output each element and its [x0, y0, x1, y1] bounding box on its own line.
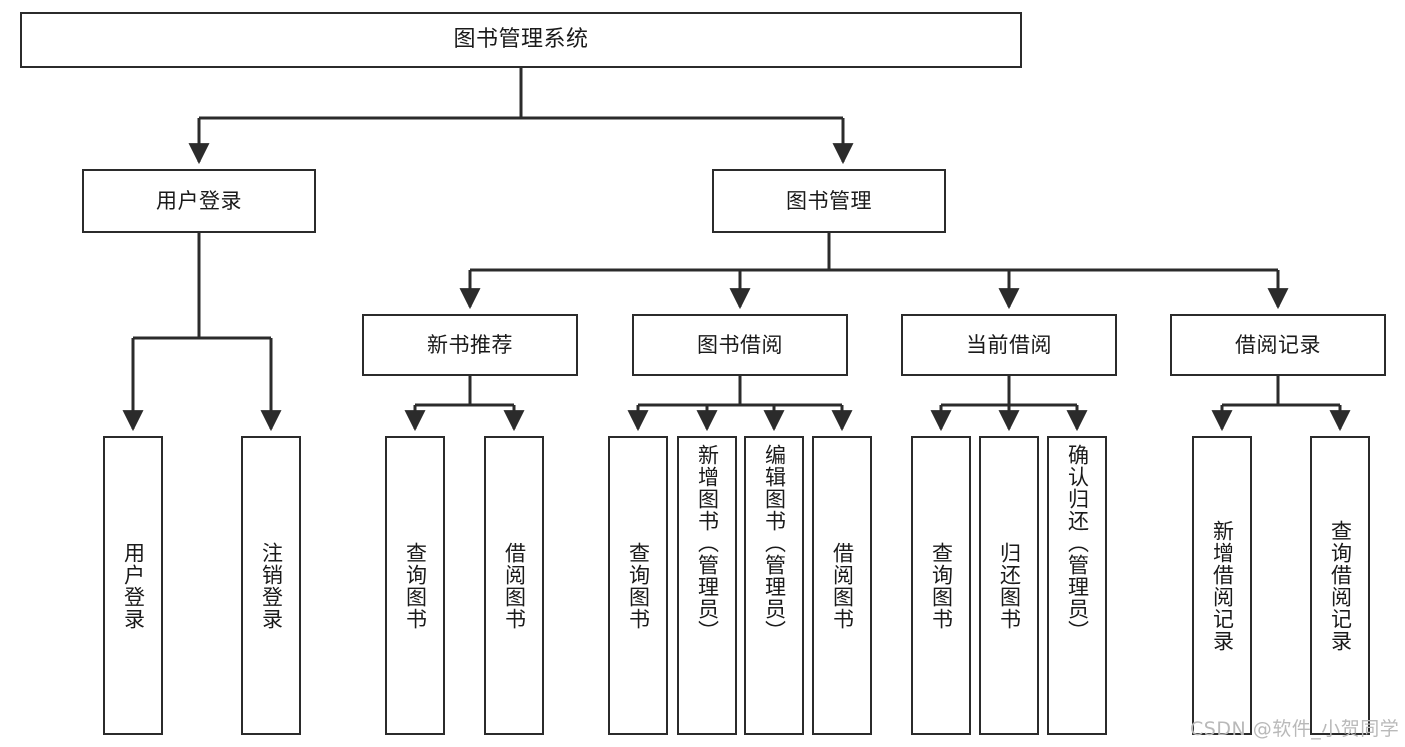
- node-leaf-user-login[interactable]: 用户登录: [103, 436, 163, 735]
- node-current-borrow-label: 当前借阅: [966, 332, 1052, 357]
- node-root[interactable]: 图书管理系统: [20, 12, 1022, 68]
- node-leaf-confirm-return-label: 确认归还（管理员）: [1065, 444, 1090, 642]
- node-leaf-borrow-book-1-label: 借阅图书: [502, 541, 527, 630]
- node-leaf-confirm-return[interactable]: 确认归还（管理员）: [1047, 436, 1107, 735]
- node-book-borrow-label: 图书借阅: [697, 332, 783, 357]
- node-leaf-edit-book-label: 编辑图书（管理员）: [762, 444, 787, 642]
- node-new-book-recommend[interactable]: 新书推荐: [362, 314, 578, 376]
- node-leaf-add-record-label: 新增借阅记录: [1210, 519, 1235, 652]
- node-leaf-query-book-2[interactable]: 查询图书: [608, 436, 668, 735]
- node-leaf-query-record[interactable]: 查询借阅记录: [1310, 436, 1370, 735]
- node-leaf-add-record[interactable]: 新增借阅记录: [1192, 436, 1252, 735]
- node-leaf-borrow-book-1[interactable]: 借阅图书: [484, 436, 544, 735]
- node-user-login[interactable]: 用户登录: [82, 169, 316, 233]
- node-leaf-borrow-book-2[interactable]: 借阅图书: [812, 436, 872, 735]
- node-leaf-user-login-label: 用户登录: [121, 541, 146, 630]
- node-leaf-query-book-3-label: 查询图书: [929, 541, 954, 630]
- node-leaf-return-book[interactable]: 归还图书: [979, 436, 1039, 735]
- node-book-manage[interactable]: 图书管理: [712, 169, 946, 233]
- node-leaf-return-book-label: 归还图书: [997, 541, 1022, 630]
- node-leaf-borrow-book-2-label: 借阅图书: [830, 541, 855, 630]
- node-root-label: 图书管理系统: [453, 27, 589, 53]
- node-leaf-edit-book[interactable]: 编辑图书（管理员）: [744, 436, 804, 735]
- node-new-book-recommend-label: 新书推荐: [427, 332, 513, 357]
- node-book-manage-label: 图书管理: [786, 188, 872, 213]
- node-borrow-record-label: 借阅记录: [1235, 332, 1321, 357]
- node-leaf-query-book-1[interactable]: 查询图书: [385, 436, 445, 735]
- node-leaf-query-book-3[interactable]: 查询图书: [911, 436, 971, 735]
- node-current-borrow[interactable]: 当前借阅: [901, 314, 1117, 376]
- node-leaf-add-book[interactable]: 新增图书（管理员）: [677, 436, 737, 735]
- node-leaf-logout[interactable]: 注销登录: [241, 436, 301, 735]
- node-leaf-query-book-2-label: 查询图书: [626, 541, 651, 630]
- node-user-login-label: 用户登录: [156, 188, 242, 213]
- node-leaf-add-book-label: 新增图书（管理员）: [695, 444, 720, 642]
- node-leaf-logout-label: 注销登录: [259, 541, 284, 630]
- node-borrow-record[interactable]: 借阅记录: [1170, 314, 1386, 376]
- node-leaf-query-record-label: 查询借阅记录: [1328, 519, 1353, 652]
- node-book-borrow[interactable]: 图书借阅: [632, 314, 848, 376]
- node-leaf-query-book-1-label: 查询图书: [403, 541, 428, 630]
